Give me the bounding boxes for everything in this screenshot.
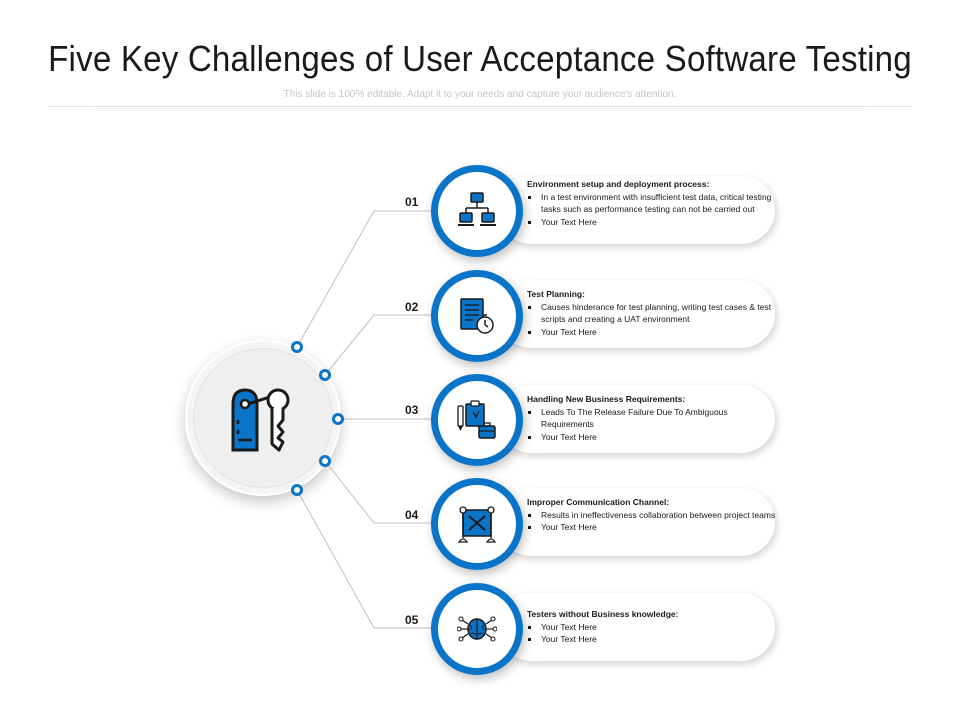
item-number-05: 05 bbox=[405, 613, 419, 627]
connector-dot-05 bbox=[291, 484, 303, 496]
card-bullet: Causes hinderance for test planning, wri… bbox=[527, 301, 777, 326]
card-04 bbox=[497, 488, 775, 556]
card-heading: Improper Communication Channel: bbox=[527, 497, 670, 507]
title-divider-shadow bbox=[95, 108, 865, 109]
connector-line-05 bbox=[296, 489, 432, 629]
icon-ring-01 bbox=[431, 165, 523, 257]
card-text-04: Improper Communication Channel: Results … bbox=[527, 496, 777, 534]
item-number-01: 01 bbox=[405, 195, 419, 209]
title-divider bbox=[48, 106, 912, 107]
item-number-04: 04 bbox=[405, 508, 419, 522]
brain-circuit-icon bbox=[457, 616, 497, 642]
card-05 bbox=[497, 593, 775, 661]
icon-ring-03 bbox=[431, 374, 523, 466]
card-bullet: Your Text Here bbox=[527, 621, 777, 634]
card-bullet: Your Text Here bbox=[527, 521, 777, 534]
connector-line-01 bbox=[296, 210, 432, 348]
card-bullet: Results in ineffectiveness collaboration… bbox=[527, 509, 777, 522]
icon-ring-05 bbox=[431, 583, 523, 675]
card-heading: Environment setup and deployment process… bbox=[527, 179, 710, 189]
connector-dot-04 bbox=[319, 455, 331, 467]
connector-line-02 bbox=[324, 314, 432, 376]
card-03 bbox=[497, 385, 775, 453]
card-bullet: Your Text Here bbox=[527, 326, 777, 339]
card-bullet: Leads To The Release Failure Due To Ambi… bbox=[527, 406, 777, 431]
card-bullet: Your Text Here bbox=[527, 431, 777, 444]
card-bullet: In a test environment with insufficient … bbox=[527, 191, 777, 216]
key-tag-icon bbox=[231, 388, 290, 452]
item-number-03: 03 bbox=[405, 403, 419, 417]
blocked-communication-icon bbox=[457, 506, 497, 543]
connector-line-04 bbox=[324, 460, 432, 524]
connector-dot-01 bbox=[291, 341, 303, 353]
card-bullet: Your Text Here bbox=[527, 216, 777, 229]
slide-subtitle: This slide is 100% editable. Adapt it to… bbox=[283, 89, 677, 100]
central-hub bbox=[185, 340, 341, 496]
card-02 bbox=[497, 280, 775, 348]
card-01 bbox=[497, 176, 775, 244]
icon-ring-04 bbox=[431, 478, 523, 570]
card-text-03: Handling New Business Requirements: Lead… bbox=[527, 393, 777, 443]
card-heading: Testers without Business knowledge: bbox=[527, 609, 679, 619]
connector-dot-03 bbox=[332, 413, 344, 425]
test-plan-stopwatch-icon bbox=[460, 298, 494, 334]
card-text-02: Test Planning: Causes hinderance for tes… bbox=[527, 288, 777, 338]
card-bullet: Your Text Here bbox=[527, 633, 777, 646]
icon-ring-02 bbox=[431, 270, 523, 362]
clipboard-briefcase-icon bbox=[457, 400, 496, 439]
connector-dot-02 bbox=[319, 369, 331, 381]
card-text-05: Testers without Business knowledge: Your… bbox=[527, 608, 777, 646]
card-heading: Handling New Business Requirements: bbox=[527, 394, 686, 404]
item-number-02: 02 bbox=[405, 300, 419, 314]
slide-title: Five Key Challenges of User Acceptance S… bbox=[48, 38, 912, 79]
card-text-01: Environment setup and deployment process… bbox=[527, 178, 777, 228]
card-heading: Test Planning: bbox=[527, 289, 585, 299]
network-computers-icon bbox=[458, 192, 496, 226]
